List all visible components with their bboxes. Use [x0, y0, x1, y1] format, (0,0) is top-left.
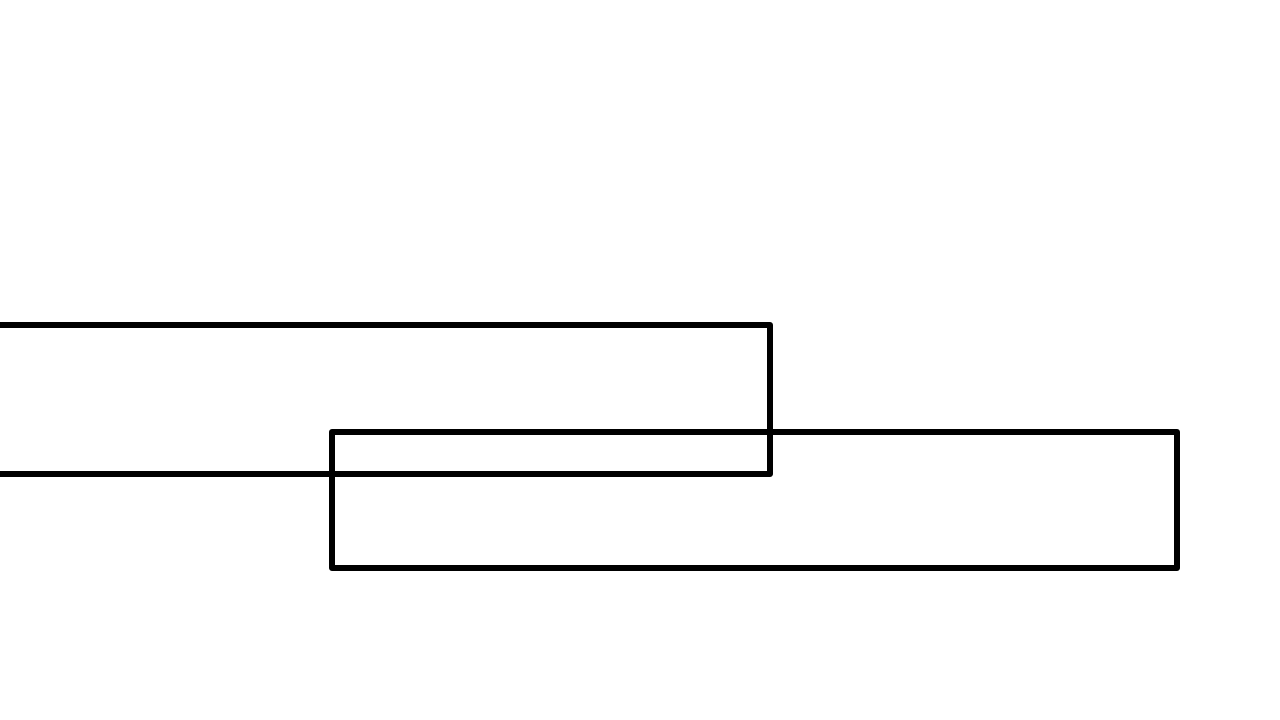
rectangle-lower-right[interactable] [329, 429, 1180, 571]
rectangle-upper-left[interactable] [0, 322, 773, 477]
